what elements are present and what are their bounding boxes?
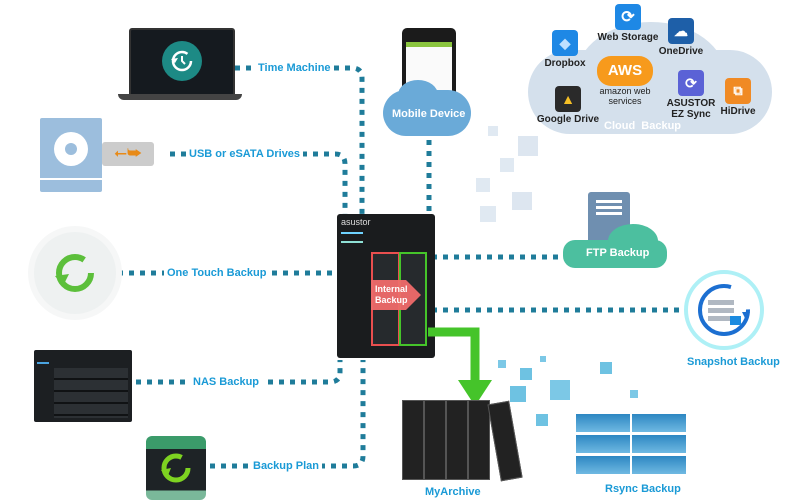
service-web-storage: ⟳ Web Storage: [596, 4, 660, 43]
usb-plug-icon: ⭠⮩: [102, 142, 154, 166]
service-aws: AWS amazon web services: [594, 56, 656, 106]
snapshot-icon: [684, 270, 764, 350]
connector-nas: [136, 360, 343, 385]
ezsync-icon: ⟳: [678, 70, 704, 96]
decorative-cubes: [470, 120, 550, 230]
label-myarchive: MyArchive: [422, 486, 484, 498]
service-hidrive: ⧉ HiDrive: [716, 78, 760, 117]
service-google-drive: ▲ Google Drive: [536, 86, 600, 125]
myarchive-arrow: [428, 327, 492, 406]
myarchive-disks: [402, 400, 532, 482]
onedrive-icon: ☁: [668, 18, 694, 44]
laptop-device: [118, 28, 242, 102]
label-time-machine: Time Machine: [255, 62, 334, 74]
hidrive-icon: ⧉: [725, 78, 751, 104]
aws-icon: AWS: [597, 56, 653, 86]
dropbox-icon: ◆: [552, 30, 578, 56]
label-snapshot-backup: Snapshot Backup: [684, 356, 783, 368]
brand-logo: asustor: [341, 217, 371, 227]
label-nas-backup: NAS Backup: [190, 376, 263, 388]
connector-time-machine: [235, 65, 365, 215]
service-dropbox: ◆ Dropbox: [540, 30, 590, 69]
service-onedrive: ☁ OneDrive: [656, 18, 706, 57]
backup-plan-icon: [146, 436, 206, 500]
service-ezsync: ⟳ ASUSTOR EZ Sync: [666, 70, 716, 120]
connector-usb: [170, 151, 348, 215]
label-usb-drives: USB or eSATA Drives: [186, 148, 304, 160]
central-nas-device: asustor Internal Backup: [337, 214, 435, 358]
label-backup-plan: Backup Plan: [250, 460, 323, 472]
rsync-particles: [490, 350, 660, 440]
time-machine-icon: [162, 41, 202, 81]
connector-backup-plan: [210, 360, 366, 469]
label-rsync-backup: Rsync Backup: [602, 483, 684, 495]
nas-device-icon: [34, 350, 132, 422]
label-internal-backup: Internal Backup: [375, 284, 408, 305]
label-ftp-backup: FTP Backup: [586, 247, 650, 259]
label-cloud-backup: Cloud Backup: [604, 120, 682, 132]
usb-drive-icon: [40, 118, 102, 192]
label-one-touch-backup: One Touch Backup: [164, 267, 270, 279]
web-storage-icon: ⟳: [615, 4, 641, 30]
google-drive-icon: ▲: [555, 86, 581, 112]
one-touch-icon: [34, 232, 116, 314]
rsync-server-icon: [576, 414, 686, 476]
label-mobile-device: Mobile Device: [392, 108, 466, 120]
